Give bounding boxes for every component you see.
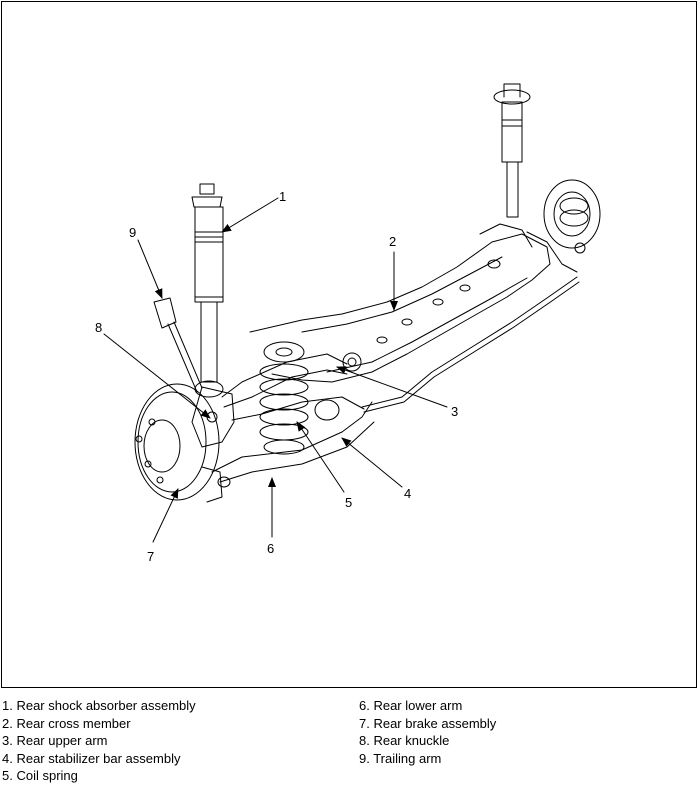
callout-1: 1 — [279, 189, 287, 204]
diagram-frame: 1 2 3 4 5 6 7 8 9 — [1, 1, 697, 688]
legend-item: 8. Rear knuckle — [359, 733, 450, 748]
legend-item: 7. Rear brake assembly — [359, 715, 497, 731]
callout-7: 7 — [147, 549, 155, 564]
callout-9: 9 — [129, 225, 137, 240]
callout-6: 6 — [267, 541, 275, 556]
legend-item: 4. Rear stabilizer bar assembly — [2, 750, 181, 766]
rear-brake-drawing — [134, 383, 223, 503]
right-hub-drawing — [526, 179, 601, 273]
suspension-illustration — [103, 83, 601, 543]
legend-item: 5. Coil spring — [2, 768, 78, 783]
legend-item: 9. Trailing arm — [359, 750, 442, 766]
trailing-arm-drawing — [153, 297, 203, 393]
callout-4: 4 — [404, 486, 412, 501]
callout-2: 2 — [389, 234, 397, 249]
right-shock-absorber-drawing — [493, 83, 531, 218]
legend-item: 3. Rear upper arm — [2, 733, 108, 748]
shock-absorber-drawing — [191, 183, 224, 398]
legend-item: 2. Rear cross member — [2, 715, 131, 731]
legend-column-left: 1. Rear shock absorber assembly 2. Rear … — [2, 697, 196, 785]
coil-spring-drawing — [259, 341, 309, 455]
rear-lower-arm-drawing — [211, 399, 375, 488]
legend-column-right: 6. Rear lower arm 7. Rear brake assembly… — [359, 697, 496, 767]
legend-item: 6. Rear lower arm — [359, 698, 463, 713]
legend-item: 1. Rear shock absorber assembly — [2, 698, 196, 713]
callout-5: 5 — [345, 495, 353, 510]
callout-3: 3 — [451, 404, 459, 419]
leader-arrows — [103, 197, 448, 543]
rear-knuckle-drawing — [191, 386, 235, 448]
rear-cross-member-drawing — [249, 223, 551, 383]
callout-8: 8 — [95, 320, 103, 335]
stabilizer-bar-drawing — [231, 276, 580, 421]
